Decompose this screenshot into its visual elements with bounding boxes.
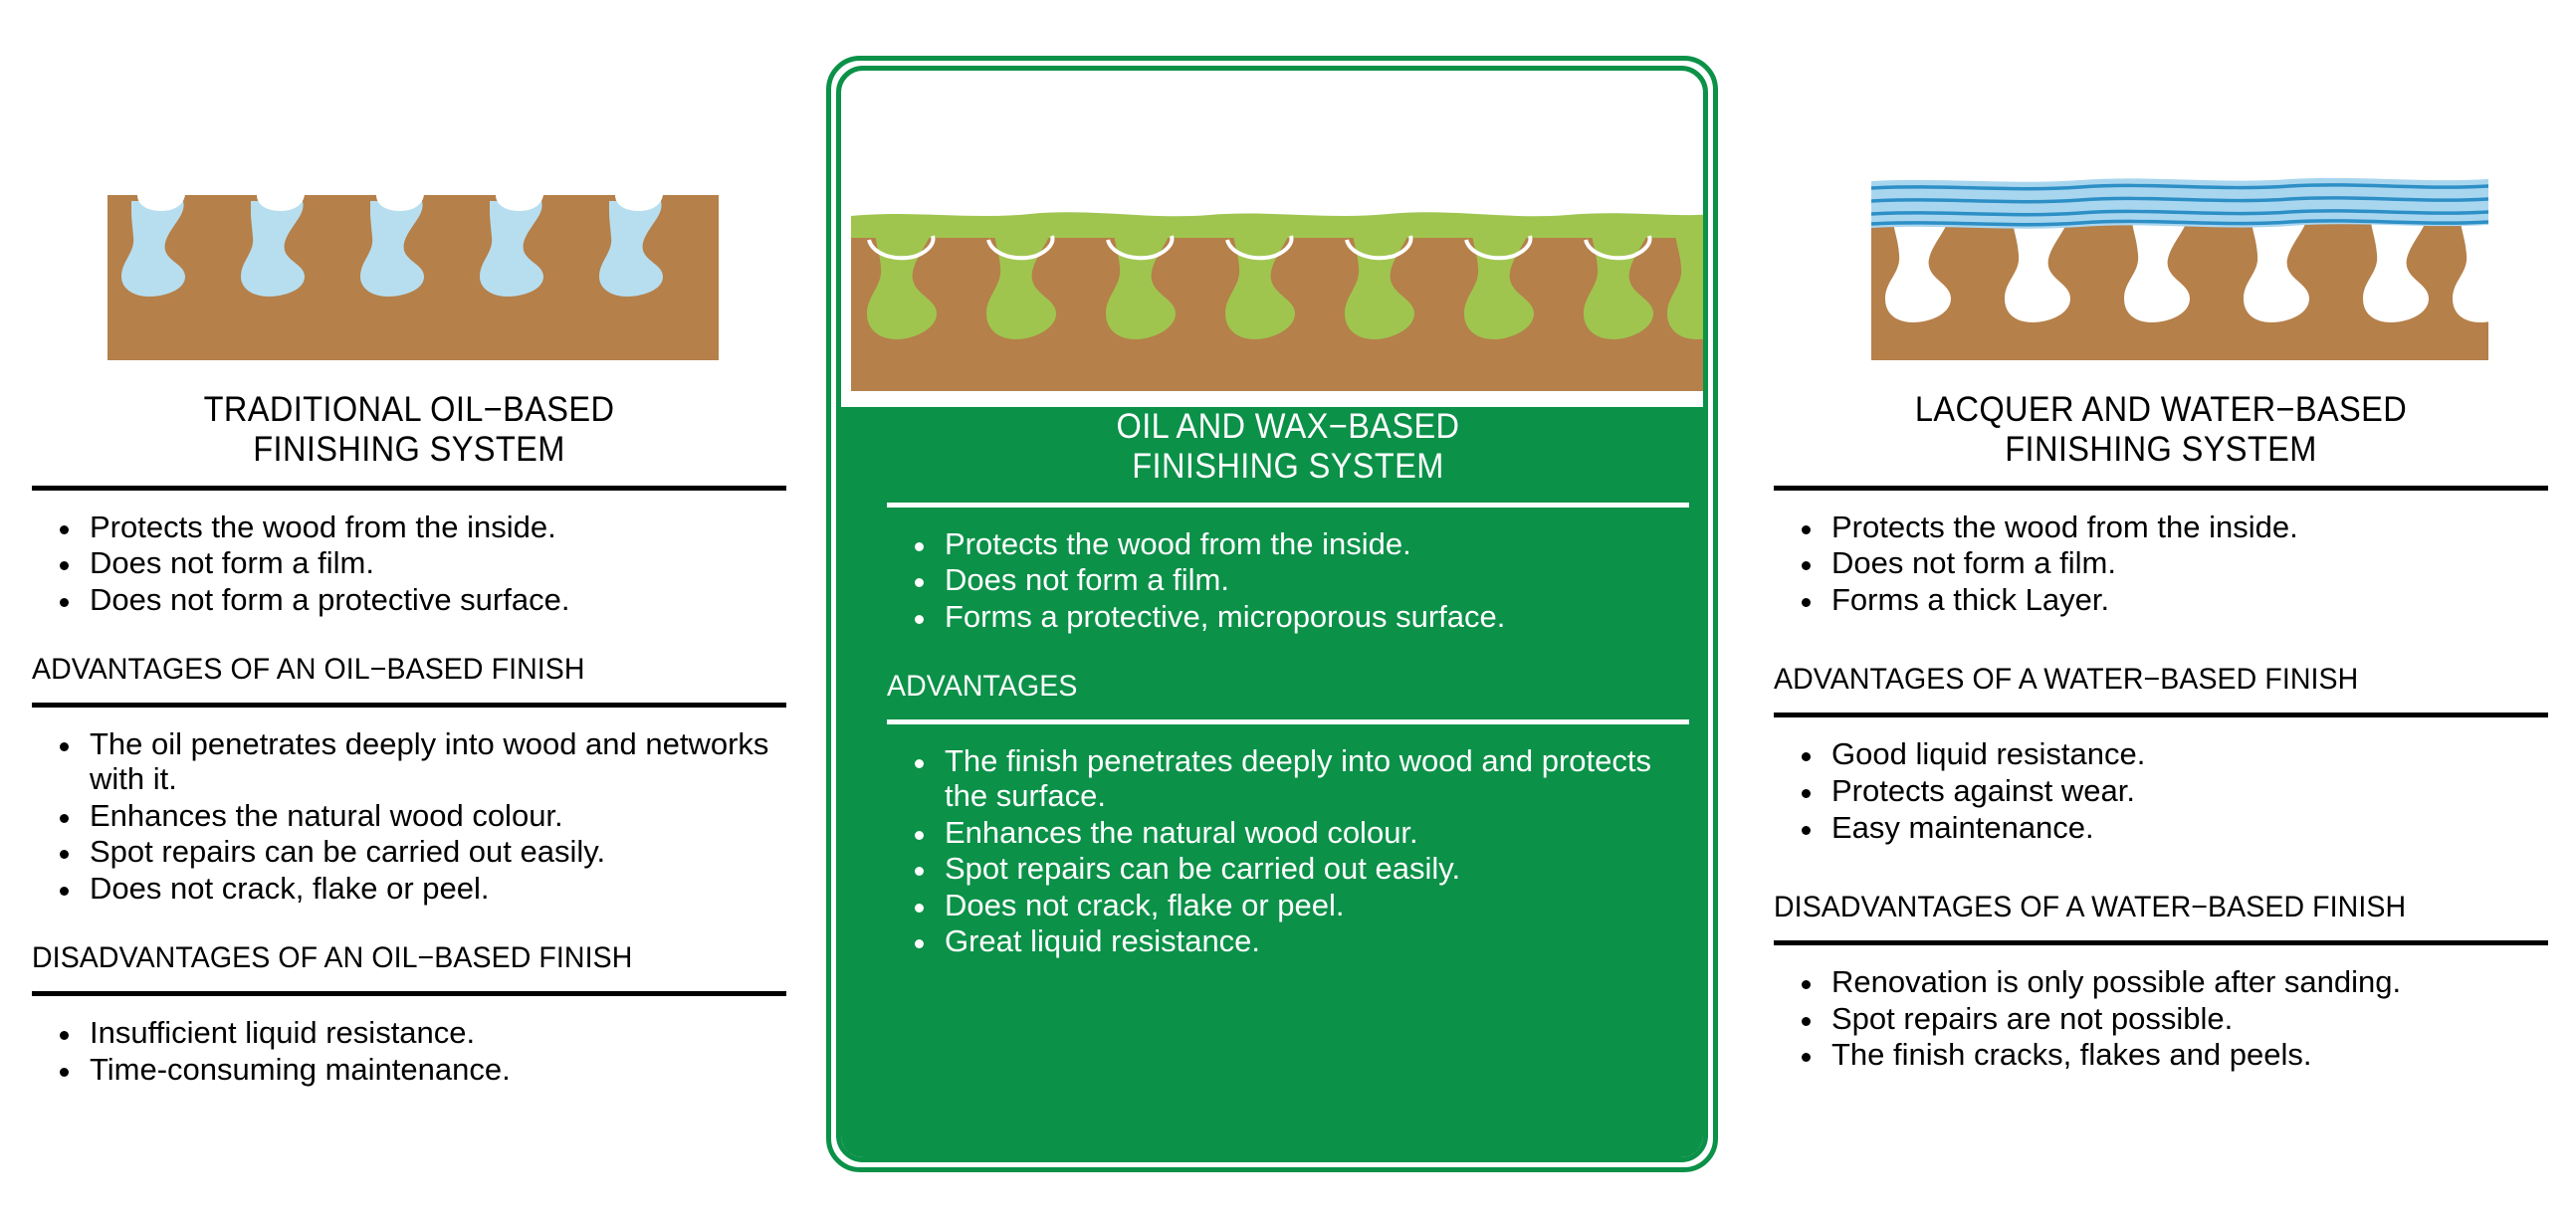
card-inner-border: OIL AND WAX−BASED FINISHING SYSTEM Prote… [836,66,1708,1162]
divider-disadvantages [1774,940,2548,946]
list-item: Does not crack, flake or peel. [887,888,1689,923]
pore-highlight-arcs [867,235,1652,261]
card-green-background [841,407,1703,1157]
list-item: Does not form a film. [1774,546,2548,581]
disadvantages-list: Renovation is only possible after sandin… [1774,965,2548,1073]
title-line-2: FINISHING SYSTEM [253,429,565,469]
list-item: Protects the wood from the inside. [32,510,786,545]
column-lacquer-and-water: LACQUER AND WATER−BASED FINISHING SYSTEM… [1750,0,2576,1224]
list-item: Does not form a film. [32,546,786,581]
column-traditional-oil: TRADITIONAL OIL−BASED FINISHING SYSTEM P… [0,0,826,1224]
list-item: Spot repairs can be carried out easily. [887,852,1689,887]
properties-list: Protects the wood from the inside. Does … [1774,510,2548,618]
properties-list: Protects the wood from the inside. Does … [32,510,786,618]
disadvantages-heading: DISADVANTAGES OF A WATER−BASED FINISH [1774,891,2407,924]
empty-pores-group [1885,209,2488,322]
divider-advantages [1774,713,2548,718]
list-item: Time-consuming maintenance. [32,1052,786,1088]
advantages-heading: ADVANTAGES OF A WATER−BASED FINISH [1774,663,2359,697]
column-title: OIL AND WAX−BASED FINISHING SYSTEM [915,407,1661,487]
title-line-2: FINISHING SYSTEM [1132,446,1444,486]
list-item: Protects the wood from the inside. [1774,510,2548,545]
illustration-lacquer-and-water [1871,175,2488,360]
title-line-1: LACQUER AND WATER−BASED [1914,390,2408,429]
illustration-traditional-oil [107,195,719,360]
list-item: Protects against wear. [1774,773,2548,809]
list-item: Does not form a film. [887,563,1689,598]
list-item: Forms a protective, microporous surface. [887,599,1689,635]
text-block-oil-and-wax: OIL AND WAX−BASED FINISHING SYSTEM Prote… [887,407,1689,961]
list-item: Good liquid resistance. [1774,737,2548,772]
wood-cross-section-wax-svg [851,91,1703,391]
text-block-traditional-oil: TRADITIONAL OIL−BASED FINISHING SYSTEM P… [32,390,786,1089]
list-item: Enhances the natural wood colour. [887,815,1689,851]
list-item: The finish cracks, flakes and peels. [1774,1038,2548,1073]
divider-title [32,485,786,491]
divider-advantages [887,719,1689,725]
list-item: Does not crack, flake or peel. [32,871,786,907]
disadvantages-heading: DISADVANTAGES OF AN OIL−BASED FINISH [32,941,633,975]
divider-title [1774,485,2548,491]
column-title: TRADITIONAL OIL−BASED FINISHING SYSTEM [59,390,760,470]
highlighted-card: OIL AND WAX−BASED FINISHING SYSTEM Prote… [826,56,1718,1172]
wood-cross-section-lacquer-svg [1871,177,2488,360]
title-line-1: OIL AND WAX−BASED [1116,407,1460,446]
illustration-oil-and-wax [851,91,1703,391]
list-item: Does not form a protective surface. [32,582,786,618]
divider-advantages [32,703,786,709]
disadvantages-list: Insufficient liquid resistance. Time-con… [32,1016,786,1087]
list-item: The finish penetrates deeply into wood a… [887,744,1689,813]
list-item: Easy maintenance. [1774,810,2548,846]
list-item: Great liquid resistance. [887,924,1689,959]
properties-list: Protects the wood from the inside. Does … [887,526,1689,635]
advantages-list: The oil penetrates deeply into wood and … [32,727,786,906]
list-item: Forms a thick Layer. [1774,582,2548,618]
lacquer-stripe-lines [1871,183,2488,227]
column-oil-and-wax: OIL AND WAX−BASED FINISHING SYSTEM Prote… [818,0,1726,1224]
wax-filled-pores-group [867,218,1703,339]
advantages-heading: ADVANTAGES OF AN OIL−BASED FINISH [32,653,585,687]
divider-title [887,502,1689,508]
list-item: Spot repairs can be carried out easily. [32,835,786,870]
advantages-list: The finish penetrates deeply into wood a… [887,744,1689,958]
advantages-list: Good liquid resistance. Protects against… [1774,737,2548,845]
wood-top-notches [137,195,663,211]
list-item: Insufficient liquid resistance. [32,1016,786,1051]
title-line-1: TRADITIONAL OIL−BASED [203,390,615,429]
advantages-heading: ADVANTAGES [887,670,1078,704]
divider-disadvantages [32,991,786,997]
list-item: Enhances the natural wood colour. [32,798,786,834]
list-item: Protects the wood from the inside. [887,526,1689,562]
list-item: The oil penetrates deeply into wood and … [32,727,786,796]
list-item: Renovation is only possible after sandin… [1774,965,2548,1000]
wood-cross-section-oil-svg [107,195,719,360]
title-line-2: FINISHING SYSTEM [2005,429,2317,469]
column-title: LACQUER AND WATER−BASED FINISHING SYSTEM [1801,390,2521,470]
list-item: Spot repairs are not possible. [1774,1001,2548,1037]
text-block-lacquer-and-water: LACQUER AND WATER−BASED FINISHING SYSTEM… [1774,390,2548,1075]
oil-pores-group [121,201,663,297]
